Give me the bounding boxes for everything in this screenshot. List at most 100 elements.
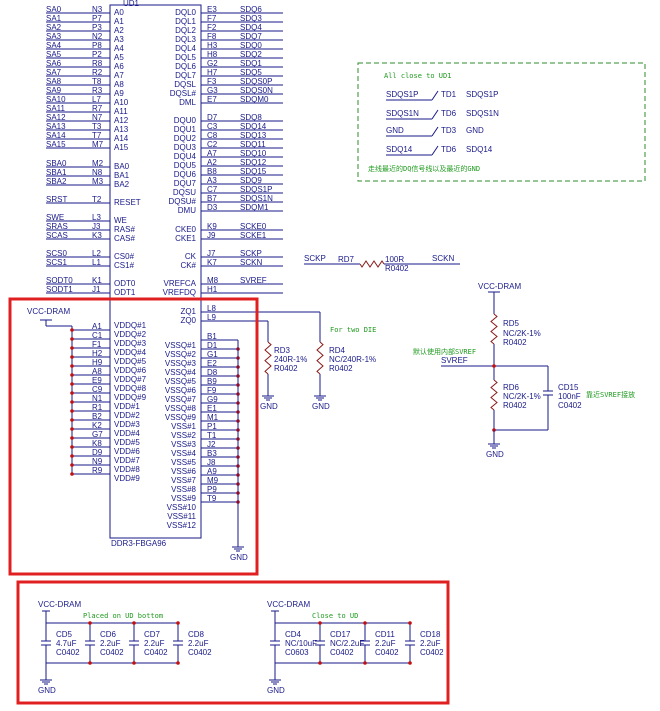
right-pin-net: SDQ4 <box>240 23 262 32</box>
left-pin-name: A4 <box>114 44 124 53</box>
left-pin-net: SA3 <box>46 32 62 41</box>
left-pin-name: A15 <box>114 143 129 152</box>
rd7-resistor <box>359 260 385 268</box>
vss-pin-ball: M1 <box>207 413 219 422</box>
right-pin-name: VREFDQ <box>163 288 196 297</box>
junction-dot <box>70 418 74 422</box>
right-pin-ball: F8 <box>207 32 217 41</box>
right-pin-ball: F7 <box>207 14 217 23</box>
left-pin-net: SA15 <box>46 140 66 149</box>
vdd-pin-ball: B2 <box>92 412 102 421</box>
left-pin-net: SA10 <box>46 95 66 104</box>
vdd-pin-name: VDDQ#7 <box>114 375 147 384</box>
rd3-resistor <box>264 341 272 375</box>
right-pin-name: DQU4 <box>174 152 197 161</box>
vdd-pin-ball: G7 <box>92 430 103 439</box>
right-pin-net: SCKP <box>240 249 262 258</box>
vdd-pin-name: VDD#6 <box>114 447 140 456</box>
testpoint-pad <box>431 126 439 137</box>
left-pin-net: SBA1 <box>46 168 67 177</box>
testpoint-left-net: SDQS1P <box>386 90 418 99</box>
vss-pin-ball: T1 <box>207 431 217 440</box>
testpoint-left-net: SDQS1N <box>386 109 419 118</box>
vss-pin-ball: D8 <box>207 368 218 377</box>
vdd-pin-name: VDDQ#4 <box>114 348 147 357</box>
left-pin-net: SA7 <box>46 68 62 77</box>
left-pin-net: SCS0 <box>46 249 67 258</box>
left-pin-name: A11 <box>114 107 128 116</box>
vdd-pin-ball: R1 <box>92 403 103 412</box>
vdd-pin-ball: K8 <box>92 439 102 448</box>
right-pin-net: SDQM1 <box>240 203 269 212</box>
right-pin-net: SDQ14 <box>240 122 267 131</box>
zq-pin-name: ZQ0 <box>180 316 196 325</box>
junction-dot <box>70 364 74 368</box>
right-pin-net: SDQ13 <box>240 131 267 140</box>
rd4-ref: RD4 <box>329 346 346 355</box>
right-pin-net: SDQ5 <box>240 68 262 77</box>
left-pin-ball: T7 <box>92 131 102 140</box>
left-pin-ball: N3 <box>92 5 103 14</box>
zq-pin-ball: L9 <box>207 313 216 322</box>
right-pin-name: DML <box>179 98 196 107</box>
left-pin-net: SA2 <box>46 23 62 32</box>
rd5-value: NC/2K-1% <box>503 329 541 338</box>
vref-supply-label: VCC-DRAM <box>478 282 521 291</box>
junction-dot <box>132 621 136 625</box>
decap-left-cap-package: C0402 <box>100 648 124 657</box>
junction-dot <box>408 621 412 625</box>
vss-pin-name: VSS#2 <box>171 431 196 440</box>
right-pin-name: VREFCA <box>164 279 197 288</box>
junction-dot <box>70 454 74 458</box>
vss-pin-ball: B1 <box>207 332 217 341</box>
left-pin-name: ODT1 <box>114 288 136 297</box>
right-pin-ball: H7 <box>207 68 218 77</box>
right-pin-name: DQL5 <box>175 53 196 62</box>
decap-left-cap-package: C0402 <box>56 648 80 657</box>
left-pin-net: SA1 <box>46 14 62 23</box>
right-pin-ball: C8 <box>207 131 218 140</box>
left-pin-net: SCS1 <box>46 258 67 267</box>
vss-pin-name: VSS#11 <box>167 512 196 521</box>
vdd-pin-ball: D9 <box>92 448 103 457</box>
right-pin-name: DQSU <box>173 188 196 197</box>
right-pin-name: DQL3 <box>175 35 196 44</box>
testpoint-right-net: SDQS1P <box>466 90 498 99</box>
ground-label: GND <box>486 450 504 459</box>
right-pin-ball: E3 <box>207 5 217 14</box>
right-pin-name: DQU7 <box>174 179 197 188</box>
left-pin-ball: P3 <box>92 23 102 32</box>
decap-left-cap-value: 2.2uF <box>144 639 165 648</box>
right-pin-ball: H8 <box>207 50 218 59</box>
decap-left-cap-package: C0402 <box>144 648 168 657</box>
vdd-pin-name: VDD#4 <box>114 429 140 438</box>
junction-dot <box>70 445 74 449</box>
junction-dot <box>363 621 367 625</box>
junction-dot <box>363 661 367 665</box>
ground-label: GND <box>260 402 278 411</box>
decap-right-cap-ref: CD11 <box>375 630 395 639</box>
left-pin-name: RESET <box>114 198 141 207</box>
right-pin-ball: G3 <box>207 86 218 95</box>
left-pin-ball: L2 <box>92 249 101 258</box>
rd7-right-net: SCKN <box>432 254 454 263</box>
vss-pin-ball: G9 <box>207 395 218 404</box>
vdd-pin-ball: A8 <box>92 367 102 376</box>
vdd-pin-name: VDDQ#8 <box>114 384 147 393</box>
decap-left-cap-ref: CD6 <box>100 630 117 639</box>
left-pin-ball: R3 <box>92 86 103 95</box>
left-pin-net: SA6 <box>46 59 62 68</box>
junction-dot <box>70 355 74 359</box>
rd7-package: R0402 <box>385 264 409 273</box>
junction-dot <box>132 661 136 665</box>
left-pin-name: A12 <box>114 116 129 125</box>
decap-right-note: Close to UD <box>312 612 358 620</box>
left-pin-name: CAS# <box>114 234 135 243</box>
decap-left-cap-ref: CD5 <box>56 630 73 639</box>
left-pin-ball: T3 <box>92 122 102 131</box>
right-pin-net: SDQ7 <box>240 32 262 41</box>
left-pin-name: A0 <box>114 8 124 17</box>
left-pin-net: SBA2 <box>46 177 67 186</box>
